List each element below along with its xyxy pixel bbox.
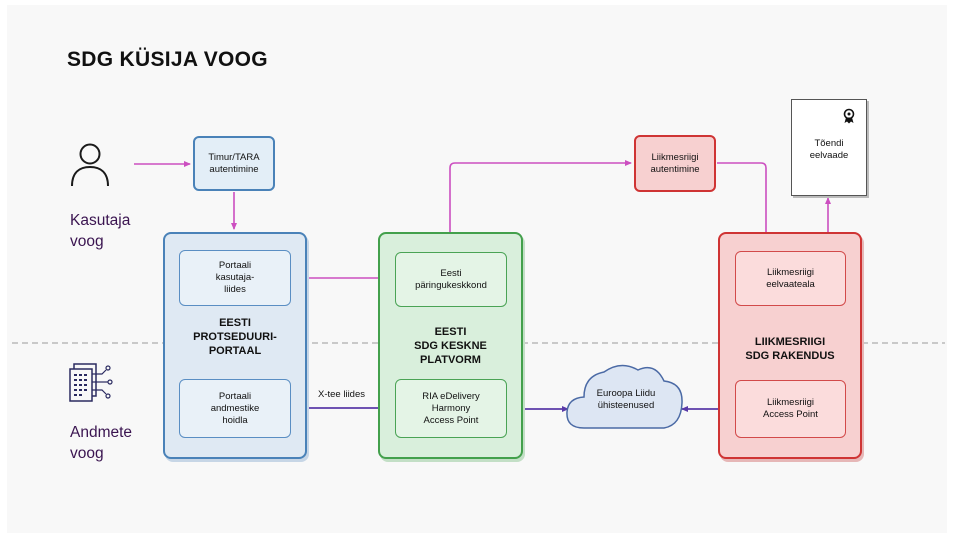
portal-store-box[interactable]: Portaali andmestike hoidla <box>179 379 291 438</box>
portal-store-label: Portaali andmestike hoidla <box>210 390 260 426</box>
query-center-label: Eesti päringukeskkond <box>415 267 487 291</box>
database-icon <box>69 363 113 402</box>
sdg-platform-title: EESTI SDG KESKNE PLATVORM <box>414 326 487 366</box>
lane-label-data: Andmete voog <box>70 424 133 462</box>
portal-title: EESTI PROTSEDUURI- PORTAAL <box>193 317 277 357</box>
ms-sdg-title: LIIKMESRIIGI SDG RAKENDUS <box>745 336 835 362</box>
user-icon <box>71 143 109 187</box>
ms-preview-box[interactable]: Liikmesriigi eelvaateala <box>735 251 846 306</box>
ms-auth-box[interactable]: Liikmesriigi autentimine <box>634 135 716 192</box>
arrow-msauth-to-preview <box>717 162 769 248</box>
ms-access-point-label: Liikmesriigi Access Point <box>763 397 818 420</box>
cloud-label: Euroopa Liidu ühisteenused <box>596 388 656 411</box>
xtee-label: X-tee liides <box>318 389 365 400</box>
certificate-icon <box>843 108 855 124</box>
portal-ui-label: Portaali kasutaja- liides <box>215 260 255 295</box>
evidence-preview-document[interactable]: Tõendi eelvaade <box>791 99 867 196</box>
ms-access-point-box[interactable]: Liikmesriigi Access Point <box>735 380 846 438</box>
ria-access-point-label: RIA eDelivery Harmony Access Point <box>422 390 480 426</box>
timur-tara-label: Timur/TARA autentimine <box>208 151 260 175</box>
query-center-box[interactable]: Eesti päringukeskkond <box>395 252 507 307</box>
timur-tara-box[interactable]: Timur/TARA autentimine <box>193 136 275 191</box>
evidence-preview-label: Tõendi eelvaade <box>809 138 849 161</box>
ms-preview-label: Liikmesriigi eelvaateala <box>766 266 815 290</box>
ms-auth-label: Liikmesriigi autentimine <box>650 151 700 175</box>
page-title: SDG KÜSIJA VOOG <box>67 48 268 71</box>
portal-ui-box[interactable]: Portaali kasutaja- liides <box>179 250 291 306</box>
arrow-query-to-msauth <box>449 160 632 250</box>
cloud-shape <box>566 364 683 429</box>
lane-label-user: Kasutaja voog <box>70 212 131 250</box>
ria-access-point-box[interactable]: RIA eDelivery Harmony Access Point <box>395 379 507 438</box>
